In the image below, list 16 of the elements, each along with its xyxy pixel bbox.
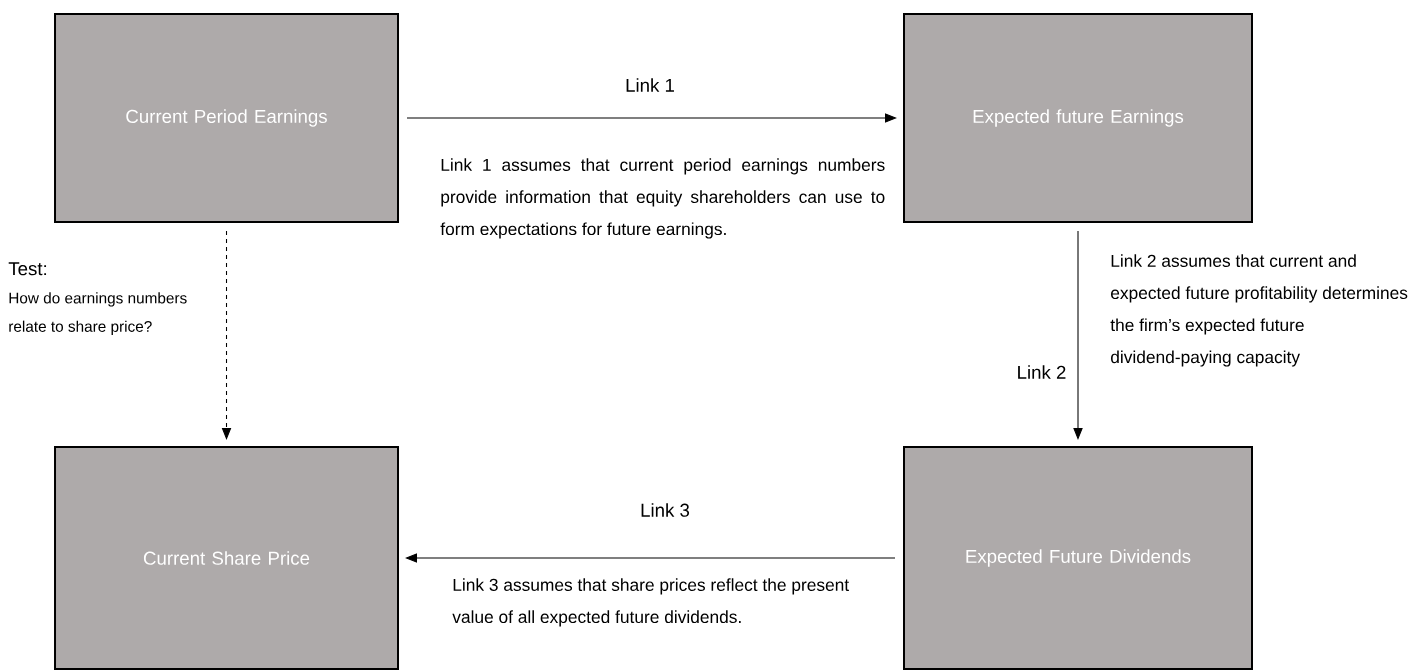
process-box: Expected future Earnings xyxy=(903,13,1253,223)
note-text: How do earnings numbers relate to share price? xyxy=(9,292,187,335)
note-text: Link 2 assumes that current and expected future profitability determines the firm’s expected future dividend-paying capacity xyxy=(1110,254,1408,367)
process-box: Current Period Earnings xyxy=(54,13,399,223)
process-box: Current Share Price xyxy=(54,446,399,670)
note-text: Link 1 assumes that current period earnings numbers provide information that equity shareholders can use to form expectations for future earnings. xyxy=(440,158,885,239)
edge-label: Link 1 xyxy=(623,76,677,94)
note-text: Test: xyxy=(8,262,47,276)
process-box: Expected Future Dividends xyxy=(903,446,1253,670)
arrow xyxy=(221,230,232,440)
note-text: Link 3 assumes that share prices reflect the present value of all expected future dividends. xyxy=(452,578,849,627)
arrow xyxy=(405,553,896,563)
arrow xyxy=(1073,230,1083,440)
edge-label: Link 2 xyxy=(1015,363,1068,381)
edge-label: Link 3 xyxy=(638,501,692,519)
arrow xyxy=(406,113,897,123)
